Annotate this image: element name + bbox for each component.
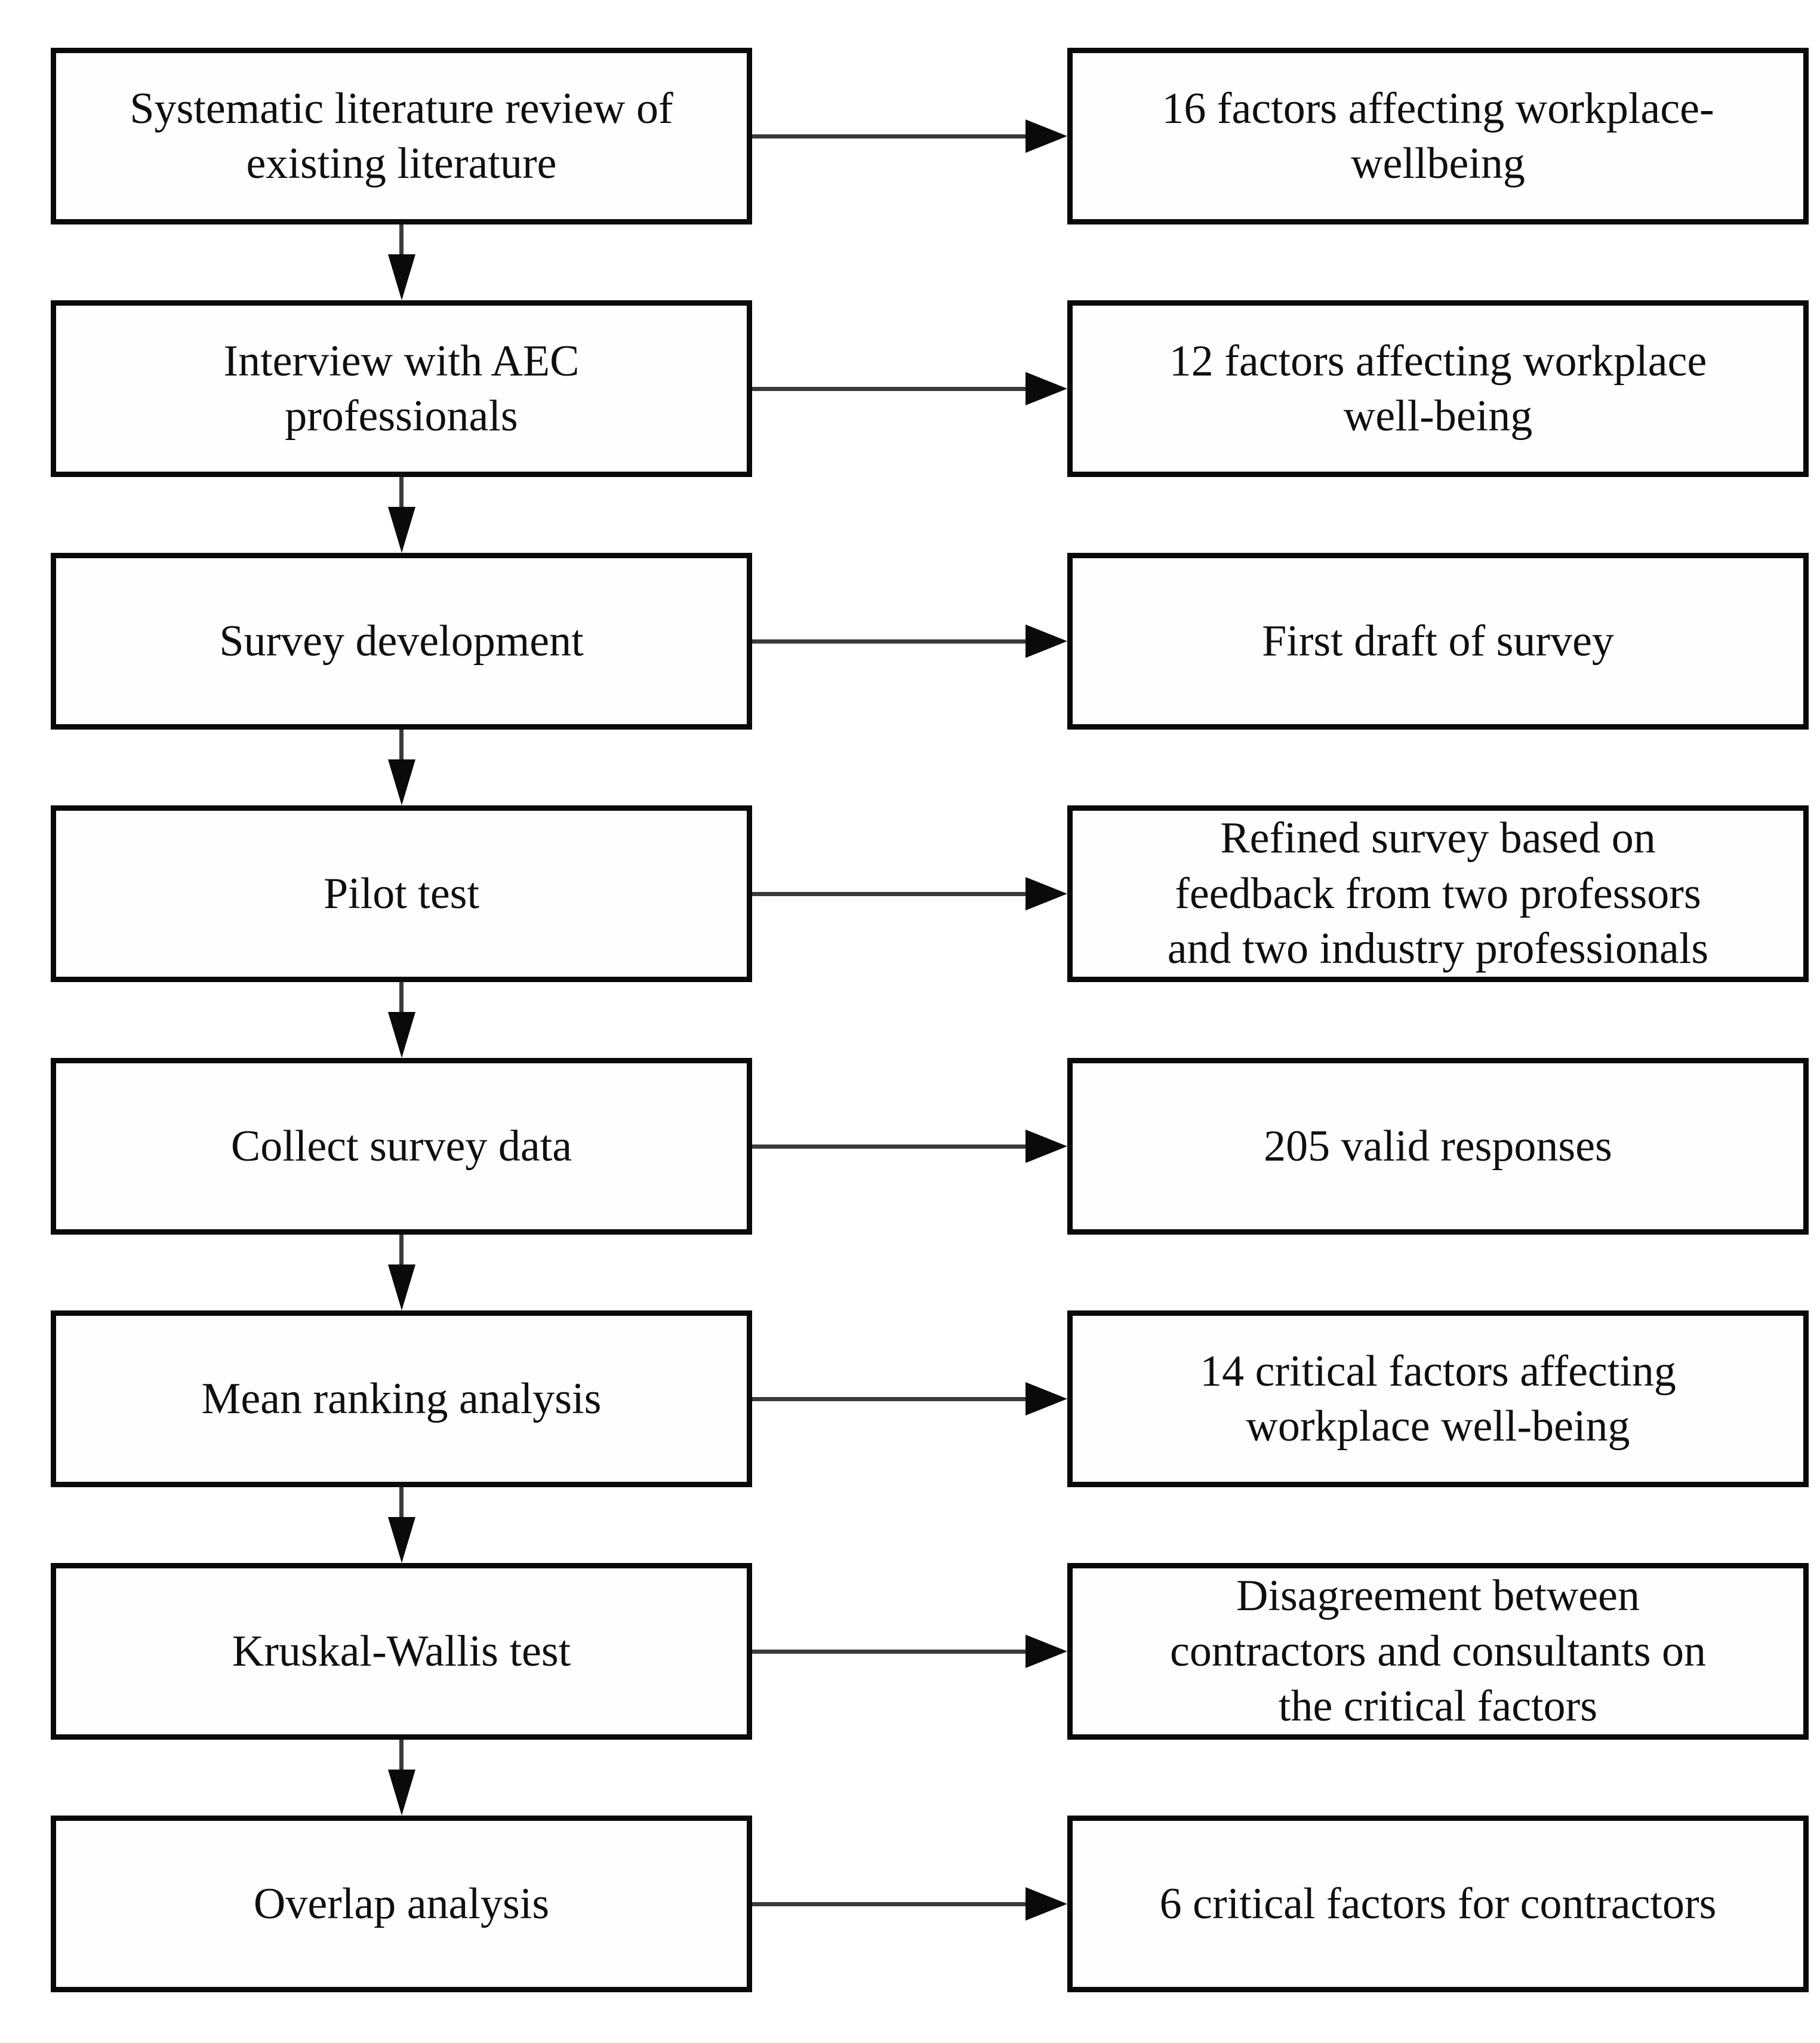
down-arrowhead-icon [388,1517,415,1563]
right-arrow-line [752,639,1028,644]
outcome-box-first-draft-label: First draft of survey [1262,616,1614,666]
flow-row-8: Overlap analysis 6 critical factors for … [51,1816,1820,1992]
outcome-box-12-factors-label: 12 factors affecting workplace well-bein… [1169,336,1707,441]
outcome-box-6-critical-factors: 6 critical factors for contractors [1067,1816,1809,1992]
outcome-box-refined-survey-label: Refined survey based on feedback from tw… [1167,814,1709,974]
right-arrow-line [752,1649,1028,1654]
flow-row-1: Systematic literature review of existing… [51,48,1820,224]
flow-row-2: Interview with AEC professionals 12 fact… [51,300,1820,477]
step-box-interviews: Interview with AEC professionals [51,300,752,477]
right-arrowhead-icon [1026,119,1067,153]
right-arrow-line [752,1902,1028,1906]
step-box-collect-data-label: Collect survey data [230,1121,572,1171]
down-arrowhead-icon [388,254,415,300]
right-arrow-connector-1 [752,48,1067,224]
right-arrow-connector-7 [752,1563,1067,1740]
down-arrow-connector-7 [0,1740,1820,1816]
down-arrow-connector-2 [0,477,1820,553]
right-arrow-line [752,891,1028,896]
down-arrow-connector-5 [0,1235,1820,1310]
right-arrow-connector-4 [752,805,1067,982]
step-box-overlap-analysis: Overlap analysis [51,1816,752,1992]
flow-row-6: Mean ranking analysis 14 critical factor… [51,1310,1820,1487]
right-arrow-connector-6 [752,1310,1067,1487]
down-arrow-line [399,1487,404,1522]
flow-row-3: Survey development First draft of survey [51,553,1820,730]
right-arrow-connector-8 [752,1816,1067,1992]
outcome-box-6-critical-factors-label: 6 critical factors for contractors [1159,1879,1717,1928]
step-box-collect-data: Collect survey data [51,1058,752,1235]
outcome-box-disagreement: Disagreement between contractors and con… [1067,1563,1809,1740]
right-arrow-connector-3 [752,553,1067,730]
outcome-box-16-factors-label: 16 factors affecting workplace- wellbein… [1162,84,1714,189]
down-arrowhead-icon [388,759,415,805]
down-arrow-line [399,224,404,259]
outcome-box-first-draft: First draft of survey [1067,553,1809,730]
right-arrowhead-icon [1026,372,1067,405]
down-arrowhead-icon [388,1012,415,1058]
right-arrowhead-icon [1026,624,1067,658]
right-arrow-line [752,1396,1028,1401]
right-arrow-line [752,134,1028,139]
step-box-mean-ranking: Mean ranking analysis [51,1310,752,1487]
step-box-pilot-test: Pilot test [51,805,752,982]
step-box-mean-ranking-label: Mean ranking analysis [201,1374,602,1423]
down-arrow-line [399,730,404,764]
outcome-box-14-critical-factors: 14 critical factors affecting workplace … [1067,1310,1809,1487]
right-arrow-line [752,386,1028,391]
outcome-box-16-factors: 16 factors affecting workplace- wellbein… [1067,48,1809,224]
down-arrow-connector-6 [0,1487,1820,1563]
down-arrow-line [399,1235,404,1269]
outcome-box-205-responses: 205 valid responses [1067,1058,1809,1235]
down-arrow-line [399,477,404,512]
step-box-pilot-test-label: Pilot test [323,869,480,918]
right-arrow-connector-2 [752,300,1067,477]
down-arrow-connector-1 [0,224,1820,300]
flow-row-7: Kruskal-Wallis test Disagreement between… [51,1563,1820,1740]
step-box-interviews-label: Interview with AEC professionals [223,336,580,441]
step-box-kruskal-wallis-label: Kruskal-Wallis test [232,1626,571,1676]
step-box-survey-development-label: Survey development [219,616,584,666]
right-arrow-line [752,1144,1028,1149]
down-arrow-line [399,1740,404,1774]
step-box-literature-review: Systematic literature review of existing… [51,48,752,224]
down-arrowhead-icon [388,507,415,553]
outcome-box-refined-survey: Refined survey based on feedback from tw… [1067,805,1809,982]
step-box-literature-review-label: Systematic literature review of existing… [130,84,673,189]
right-arrowhead-icon [1026,1887,1067,1921]
flow-row-4: Pilot test Refined survey based on feedb… [51,805,1820,982]
step-box-overlap-analysis-label: Overlap analysis [253,1879,550,1928]
down-arrowhead-icon [388,1770,415,1816]
step-box-survey-development: Survey development [51,553,752,730]
right-arrowhead-icon [1026,1382,1067,1416]
outcome-box-14-critical-factors-label: 14 critical factors affecting workplace … [1200,1346,1676,1451]
flow-row-5: Collect survey data 205 valid responses [51,1058,1820,1235]
right-arrowhead-icon [1026,877,1067,910]
down-arrow-connector-4 [0,982,1820,1058]
down-arrow-connector-3 [0,730,1820,805]
outcome-box-disagreement-label: Disagreement between contractors and con… [1169,1571,1707,1731]
right-arrowhead-icon [1026,1635,1067,1668]
step-box-kruskal-wallis: Kruskal-Wallis test [51,1563,752,1740]
down-arrowhead-icon [388,1264,415,1310]
down-arrow-line [399,982,404,1017]
right-arrow-connector-5 [752,1058,1067,1235]
right-arrowhead-icon [1026,1130,1067,1163]
outcome-box-205-responses-label: 205 valid responses [1264,1121,1612,1171]
outcome-box-12-factors: 12 factors affecting workplace well-bein… [1067,300,1809,477]
